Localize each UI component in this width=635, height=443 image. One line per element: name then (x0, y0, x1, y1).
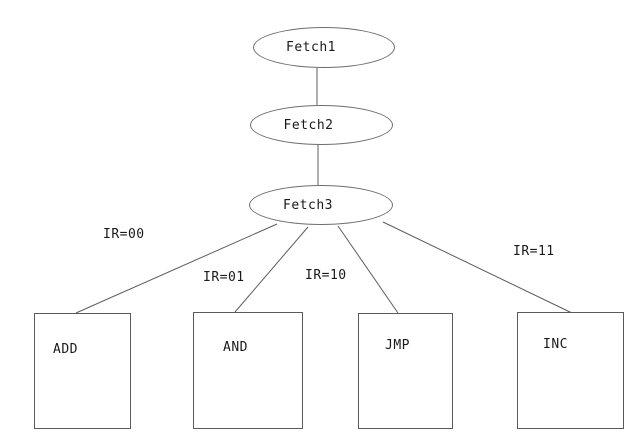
state-node-fetch3: Fetch3 (249, 185, 393, 225)
edge-label-ir10: IR=10 (305, 268, 347, 283)
state-node-fetch1: Fetch1 (253, 27, 395, 68)
state-node-fetch1-label: Fetch1 (286, 40, 336, 55)
state-box-jmp: JMP (358, 313, 453, 429)
state-node-fetch3-label: Fetch3 (283, 197, 333, 213)
state-node-fetch2: Fetch2 (250, 105, 393, 145)
edge-label-ir00: IR=00 (103, 227, 145, 242)
state-box-inc-label: INC (543, 337, 568, 352)
state-node-fetch2-label: Fetch2 (283, 117, 334, 133)
state-box-and-label: AND (223, 340, 248, 355)
edge-label-ir01: IR=01 (203, 270, 245, 285)
edge-fetch3-and (234, 226, 309, 313)
edge-label-ir11: IR=11 (513, 244, 555, 259)
state-box-jmp-label: JMP (385, 338, 410, 353)
state-box-inc: INC (517, 312, 624, 429)
state-box-add-label: ADD (53, 342, 78, 357)
state-box-add: ADD (34, 313, 131, 429)
edge-fetch3-jmp (337, 225, 399, 314)
edge-fetch3-add (75, 223, 278, 314)
edge-fetch3-inc (382, 221, 573, 314)
state-box-and: AND (193, 312, 303, 429)
